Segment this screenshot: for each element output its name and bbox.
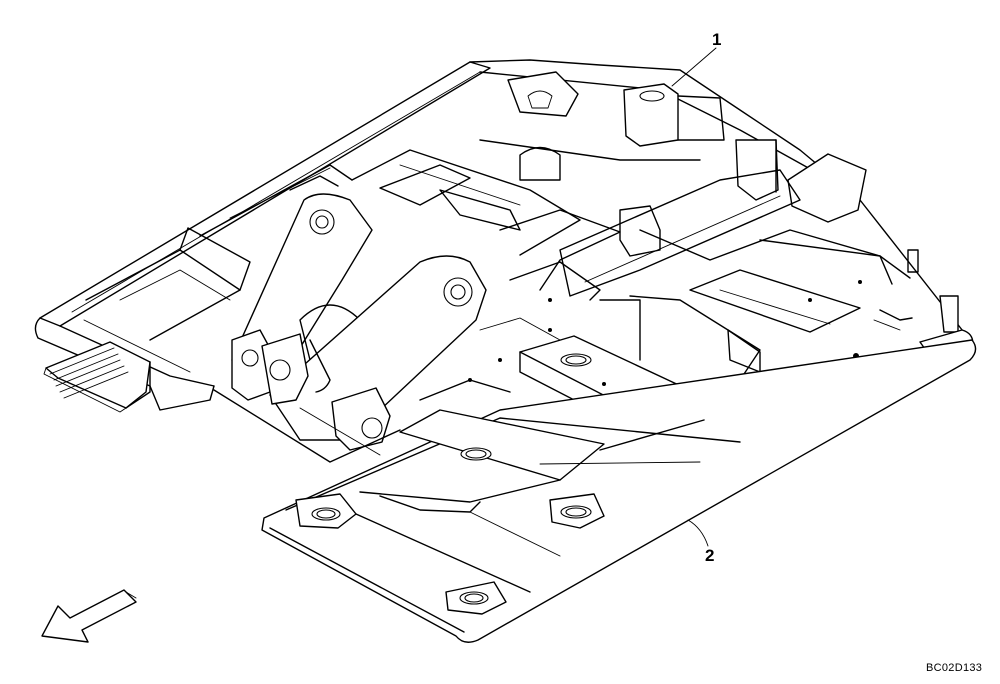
leader-line-2 [687, 519, 709, 547]
counterweight-deck [261, 339, 977, 643]
step-assembly [43, 341, 151, 413]
leader-line-1 [671, 47, 717, 87]
right-upper-frame [469, 59, 971, 389]
left-side-deck [34, 61, 491, 411]
callout-1: 1 [712, 30, 722, 49]
boom-mount-brackets [213, 193, 487, 463]
figure-id: BC02D133 [926, 662, 983, 674]
callout-2: 2 [705, 546, 715, 565]
front-direction-arrow-icon [41, 589, 137, 643]
